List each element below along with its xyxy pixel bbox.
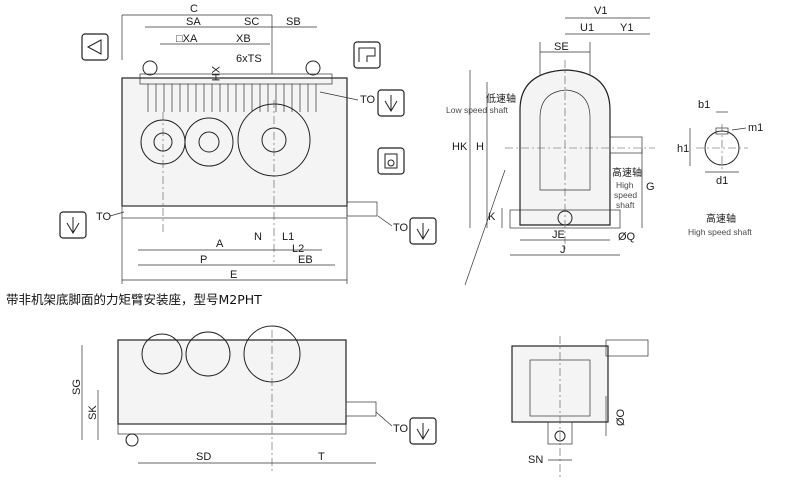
dim-label: JE bbox=[552, 229, 565, 241]
dim-label: N bbox=[254, 231, 262, 243]
housing-base bbox=[121, 205, 348, 219]
gear-circle-2 bbox=[184, 117, 234, 167]
oil-fill-icon bbox=[81, 33, 109, 61]
dim-label: SD bbox=[196, 451, 211, 463]
dim-label: ØO bbox=[615, 408, 627, 426]
cooling-fins bbox=[147, 84, 317, 112]
dim-label: P bbox=[200, 254, 207, 266]
oil-drain-icon-1 bbox=[377, 89, 405, 117]
dim-label: T bbox=[318, 451, 325, 463]
bottom-shaft-stub bbox=[345, 401, 377, 417]
dim-label: V1 bbox=[594, 5, 607, 17]
dim-label: SN bbox=[528, 454, 543, 466]
to-label: TO bbox=[393, 222, 409, 234]
high-speed-shaft-label-en: High bbox=[616, 180, 634, 190]
low-speed-shaft-label-en: Low speed shaft bbox=[446, 105, 509, 115]
dim-label: □XA bbox=[176, 33, 198, 45]
dim-label: Y1 bbox=[620, 22, 633, 34]
bottom-side-view: ØO SN bbox=[511, 336, 649, 478]
lifting-eye-left bbox=[142, 60, 158, 76]
dim-label: U1 bbox=[580, 22, 594, 34]
dim-label: HK bbox=[452, 141, 468, 153]
oil-drain-icon-3 bbox=[409, 217, 437, 245]
side-view: V1 U1 Y1 SE HK H G K JE J ØQ 低速轴 Low spe… bbox=[446, 5, 655, 286]
dim-label: SE bbox=[554, 41, 569, 53]
to-label: TO bbox=[393, 423, 409, 435]
high-speed-shaft-label: 高速轴 bbox=[612, 166, 642, 179]
dim-label: J bbox=[560, 244, 566, 256]
dim-label: EB bbox=[298, 254, 313, 266]
dim-label: L1 bbox=[282, 231, 294, 243]
oil-drain-icon-2 bbox=[59, 211, 87, 239]
bottom-side-shaft bbox=[605, 339, 649, 357]
oil-level-icon bbox=[377, 147, 405, 175]
dim-label: 6xTS bbox=[236, 53, 262, 65]
dim-label: b1 bbox=[698, 99, 710, 111]
oil-drain-icon-4 bbox=[409, 417, 437, 445]
bracket-pin bbox=[554, 430, 566, 442]
bottom-housing bbox=[117, 339, 347, 425]
dim-label: L2 bbox=[292, 243, 304, 255]
front-view: C SA SC SB □XA XB XH 6xTS A N L1 L2 P EB… bbox=[59, 3, 437, 284]
gear-hub-2 bbox=[198, 131, 220, 153]
section-caption: 带非机架底脚面的力矩臂安装座，型号M2PHT bbox=[6, 292, 262, 307]
side-inner bbox=[539, 89, 591, 191]
to-label: TO bbox=[360, 94, 376, 106]
high-speed-shaft-label-en: shaft bbox=[616, 200, 635, 210]
bottom-gear-2 bbox=[185, 331, 231, 377]
dim-label: SK bbox=[87, 405, 99, 420]
dim-label: d1 bbox=[716, 175, 728, 187]
dim-label: SA bbox=[186, 16, 201, 28]
lifting-eye-right bbox=[305, 60, 321, 76]
dim-label: A bbox=[216, 238, 224, 250]
torque-arm-pivot bbox=[125, 433, 139, 447]
dim-label: SG bbox=[71, 379, 83, 395]
bottom-front-view: SG SK SD T TO bbox=[71, 325, 437, 472]
dim-label: C bbox=[190, 3, 198, 15]
dim-label: ØQ bbox=[618, 231, 636, 243]
dim-label: SB bbox=[286, 16, 301, 28]
shaft-detail-label-en: High speed shaft bbox=[688, 227, 752, 237]
high-speed-shaft-label-en: speed bbox=[614, 190, 637, 200]
dim-label: h1 bbox=[677, 143, 689, 155]
dim-label: G bbox=[646, 181, 655, 193]
shaft-stub bbox=[346, 201, 378, 217]
to-label: TO bbox=[96, 211, 112, 223]
shaft-detail-label: 高速轴 bbox=[706, 212, 736, 225]
bottom-gear-1 bbox=[141, 333, 183, 375]
shaft-detail: b1 m1 h1 d1 高速轴 High speed shaft bbox=[677, 99, 763, 237]
dim-label: m1 bbox=[748, 122, 763, 134]
dim-label: XB bbox=[236, 33, 251, 45]
dim-label: E bbox=[230, 269, 237, 281]
breather-icon bbox=[353, 41, 381, 69]
dim-label: H bbox=[476, 141, 484, 153]
dim-label: XH bbox=[209, 66, 221, 81]
dim-label: SC bbox=[244, 16, 259, 28]
low-speed-shaft-label: 低速轴 bbox=[486, 92, 516, 105]
dim-label: K bbox=[488, 211, 496, 223]
high-speed-shaft bbox=[609, 136, 643, 154]
bottom-base bbox=[117, 423, 347, 435]
